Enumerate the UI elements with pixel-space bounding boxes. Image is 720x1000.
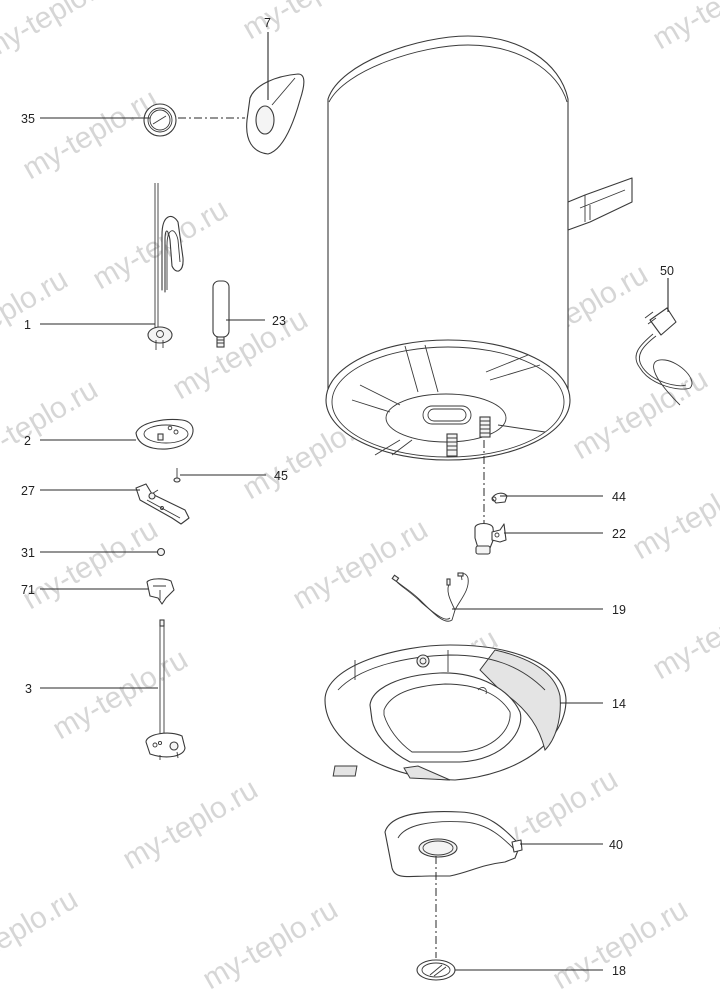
callout-18: 18 <box>612 964 626 978</box>
part-35-gasket <box>143 103 177 137</box>
leader-lines <box>40 32 669 971</box>
callout-7: 7 <box>264 16 271 30</box>
part-18-knob <box>416 959 456 981</box>
part-7-top-cap <box>246 73 305 155</box>
part-3-thermostat <box>145 619 186 760</box>
part-2-flange-gasket <box>135 418 194 450</box>
part-50-power-cord <box>635 307 693 406</box>
svg-text:my-teplo.ru: my-teplo.ru <box>167 302 313 406</box>
part-19-wiring <box>391 572 469 622</box>
svg-text:my-teplo.ru: my-teplo.ru <box>17 512 163 616</box>
part-71-thermostat-holder <box>146 578 175 605</box>
callout-2: 2 <box>24 434 31 448</box>
svg-text:my-teplo.ru: my-teplo.ru <box>567 362 713 466</box>
svg-text:my-teplo.ru: my-teplo.ru <box>647 0 720 56</box>
svg-text:my-teplo.ru: my-teplo.ru <box>197 892 343 996</box>
svg-text:my-teplo.ru: my-teplo.ru <box>647 582 720 686</box>
part-44-clip <box>491 492 508 504</box>
callout-31: 31 <box>21 546 35 560</box>
callout-45: 45 <box>274 469 288 483</box>
part-1-heating-element <box>147 183 184 350</box>
callout-labels: 35 7 1 23 50 2 45 27 44 22 31 71 19 3 14… <box>21 16 674 978</box>
part-14-bottom-cover <box>324 644 567 781</box>
callout-40: 40 <box>609 838 623 852</box>
svg-text:my-teplo.ru: my-teplo.ru <box>0 262 73 366</box>
callout-3: 3 <box>25 682 32 696</box>
callout-27: 27 <box>21 484 35 498</box>
callout-23: 23 <box>272 314 286 328</box>
part-45-screw <box>173 468 181 483</box>
svg-text:my-teplo.ru: my-teplo.ru <box>0 0 123 66</box>
part-40-control-panel <box>384 811 523 878</box>
part-22-safety-valve <box>474 522 507 555</box>
callout-50: 50 <box>660 264 674 278</box>
svg-text:my-teplo.ru: my-teplo.ru <box>627 462 720 566</box>
callout-1: 1 <box>24 318 31 332</box>
svg-text:my-teplo.ru: my-teplo.ru <box>17 82 163 186</box>
callout-19: 19 <box>612 603 626 617</box>
callout-44: 44 <box>612 490 626 504</box>
svg-text:my-teplo.ru: my-teplo.ru <box>547 892 693 996</box>
svg-text:my-teplo.ru: my-teplo.ru <box>0 882 83 986</box>
callout-35: 35 <box>21 112 35 126</box>
callout-71: 71 <box>21 583 35 597</box>
svg-text:my-teplo.ru: my-teplo.ru <box>87 192 233 296</box>
callout-14: 14 <box>612 697 626 711</box>
svg-text:my-teplo.ru: my-teplo.ru <box>47 642 193 746</box>
part-31-nut <box>156 547 166 557</box>
tank-body <box>325 35 633 461</box>
svg-text:my-teplo.ru: my-teplo.ru <box>117 772 263 876</box>
part-27-bracket <box>135 483 190 525</box>
svg-text:my-teplo.ru: my-teplo.ru <box>237 0 383 46</box>
svg-text:my-teplo.ru: my-teplo.ru <box>0 372 103 476</box>
part-23-anode <box>212 280 230 348</box>
callout-22: 22 <box>612 527 626 541</box>
svg-text:my-teplo.ru: my-teplo.ru <box>287 512 433 616</box>
